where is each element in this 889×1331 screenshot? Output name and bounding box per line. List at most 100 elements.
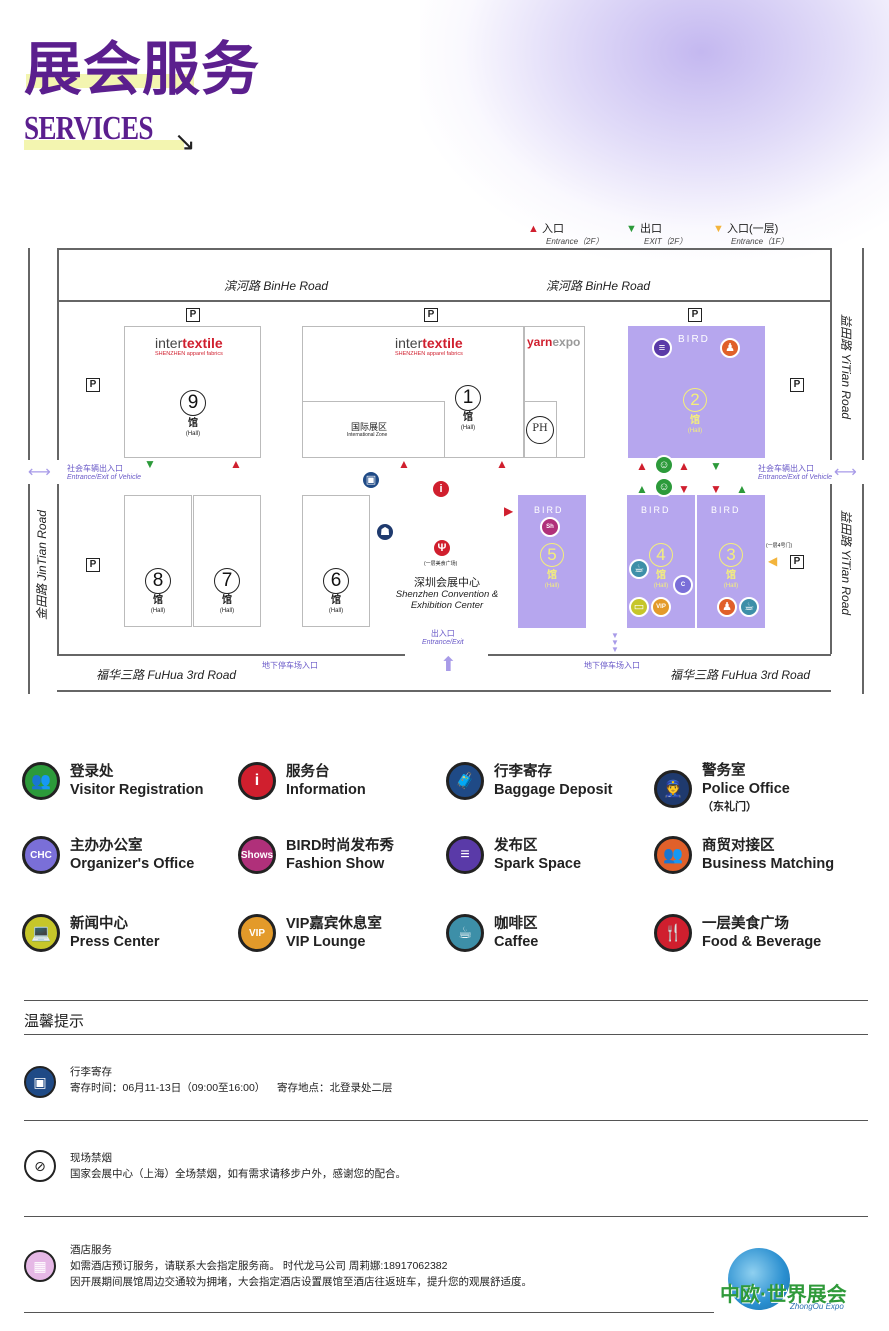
intertextile-logo: intertextile xyxy=(395,335,463,351)
road-line xyxy=(57,690,831,692)
vehicle-arrow-icon: ⟷ xyxy=(834,464,857,481)
exit-arrow-icon: ▼ xyxy=(144,457,156,471)
parking-icon: P xyxy=(790,378,804,392)
subtitle-highlight xyxy=(24,140,184,150)
service-label-en: Business Matching xyxy=(702,856,835,872)
road-label-binhe: 滨河路 BinHe Road xyxy=(546,279,651,293)
press-center-icon: ▭ xyxy=(629,597,649,617)
hall-5[interactable]: BIRD Sh 5 馆(Hall) xyxy=(518,495,586,628)
divider xyxy=(24,1000,868,1001)
vehicle-arrow-icon: ⟷ xyxy=(28,464,51,481)
hall-label: 馆(Hall) xyxy=(460,412,476,432)
page-title: 展会服务 xyxy=(24,35,261,103)
divider xyxy=(24,1120,868,1121)
hall-8[interactable]: 8 馆(Hall) xyxy=(124,495,192,627)
service-label-cn: BIRD时尚发布秀 xyxy=(286,838,394,854)
road-line xyxy=(28,484,30,694)
service-label-cn: 咖啡区 xyxy=(494,916,538,932)
entrance-arrow-icon: ▲ xyxy=(678,459,690,473)
hall-2[interactable]: BIRD ≡ ♟ 2 馆(Hall) xyxy=(628,326,765,458)
entrance-arrow-icon: ▼ xyxy=(710,482,722,496)
organizer-office-icon: CHC xyxy=(22,836,60,874)
zhongou-expo-logo: 中欧·世界展会 ZhongOu Expo xyxy=(720,1248,880,1323)
main-entrance-arrow-icon: ⬆ xyxy=(440,654,457,676)
service-label-cn: 发布区 xyxy=(494,838,538,854)
divider xyxy=(24,1216,868,1217)
police-icon[interactable]: ☗ xyxy=(375,522,395,542)
food-icon: 🍴 xyxy=(654,914,692,952)
road-label-yitian: 益田路 YiTian Road xyxy=(839,314,853,420)
tip-smoking: 现场禁烟 国家会展中心（上海）全场禁烟，如有需求请移步户外，感谢您的配合。 xyxy=(70,1152,406,1180)
service-label-en: Information xyxy=(286,782,366,798)
service-spark-space: ≡ 发布区 Spark Space xyxy=(446,836,581,874)
hall-9[interactable]: intertextile SHENZHEN apparel fabrics 9 … xyxy=(124,326,261,458)
red-up-arrow-icon: ▲ xyxy=(528,223,539,235)
green-down-arrow-icon: ▼ xyxy=(626,223,637,235)
hall-6[interactable]: 6 馆(Hall) xyxy=(302,495,370,627)
business-matching-icon: ♟ xyxy=(717,597,737,617)
entrance-1f-arrow-icon: ◀ xyxy=(768,554,778,568)
tips-title: 温馨提示 xyxy=(24,1013,85,1030)
coffee-icon: ☕ xyxy=(739,597,759,617)
registration-icon: 👥 xyxy=(22,762,60,800)
road-line xyxy=(57,248,59,460)
title-highlight xyxy=(26,74,194,88)
hall-1[interactable]: intertextile SHENZHEN apparel fabrics ya… xyxy=(302,326,585,458)
vip-lounge-icon: VIP xyxy=(238,914,276,952)
divider xyxy=(24,1312,714,1313)
entrance-arrow-icon: ▲ xyxy=(398,457,410,471)
hall-4[interactable]: BIRD 4 馆(Hall) ☕ C ▭ VIP xyxy=(627,495,695,628)
hall-label: 馆(Hall) xyxy=(328,595,344,615)
road-line xyxy=(57,484,59,654)
hall-number: 1 xyxy=(455,385,481,411)
hall-label: 馆(Hall) xyxy=(150,595,166,615)
hall-number: 8 xyxy=(145,568,171,594)
registration-icon[interactable]: ☺ xyxy=(654,455,674,475)
spark-space-icon: ≡ xyxy=(446,836,484,874)
road-label-yitian: 益田路 YiTian Road xyxy=(839,510,853,616)
service-label-cn: 服务台 xyxy=(286,764,330,780)
service-label-en: Police Office xyxy=(702,781,790,797)
decorative-spray xyxy=(420,0,889,260)
service-label-en: Caffee xyxy=(494,934,539,950)
road-label-fuhua: 福华三路 FuHua 3rd Road xyxy=(96,668,237,682)
service-label-cn: 一层美食广场 xyxy=(702,916,789,932)
police-icon: 👮 xyxy=(654,770,692,808)
road-label-fuhua: 福华三路 FuHua 3rd Road xyxy=(670,668,811,682)
service-label-en: Organizer's Office xyxy=(70,856,195,872)
parking-icon: P xyxy=(424,308,438,322)
international-zone[interactable]: 国际展区 International Zone xyxy=(303,401,445,457)
hall-label: 馆(Hall) xyxy=(219,595,235,615)
fashion-show-icon: Shows xyxy=(238,836,276,874)
intertextile-logo: intertextile xyxy=(155,335,223,351)
service-label-cn: VIP嘉宾休息室 xyxy=(286,916,382,932)
road-line xyxy=(57,654,405,656)
road-line xyxy=(57,300,831,302)
arrow-southeast-icon: ↘ xyxy=(174,126,196,156)
hall-number: 5 xyxy=(540,543,564,567)
food-icon[interactable]: Ψ xyxy=(432,538,452,558)
baggage-icon[interactable]: ▣ xyxy=(361,470,381,490)
fashion-show-icon: Sh xyxy=(540,517,560,537)
service-label-en: Spark Space xyxy=(494,856,582,872)
entrance-arrow-icon: ▲ xyxy=(230,457,242,471)
road-label-jintian: 金田路 JinTian Road xyxy=(35,510,49,620)
hall-3[interactable]: BIRD 3 馆(Hall) ♟ ☕ xyxy=(697,495,765,628)
parking-icon: P xyxy=(86,378,100,392)
divider xyxy=(24,1034,868,1035)
information-icon[interactable]: i xyxy=(431,479,451,499)
ph-logo: PH xyxy=(526,416,554,444)
hall-number: 7 xyxy=(214,568,240,594)
registration-icon[interactable]: ☺ xyxy=(654,477,674,497)
convention-center-label: 深圳会展中心 Shenzhen Convention & Exhibition … xyxy=(395,577,499,612)
hall-label: 馆(Hall) xyxy=(185,418,201,438)
entrance-arrow-icon: ▶ xyxy=(504,504,514,518)
service-label-cn: 商贸对接区 xyxy=(702,838,775,854)
hall-7[interactable]: 7 馆(Hall) xyxy=(193,495,261,627)
